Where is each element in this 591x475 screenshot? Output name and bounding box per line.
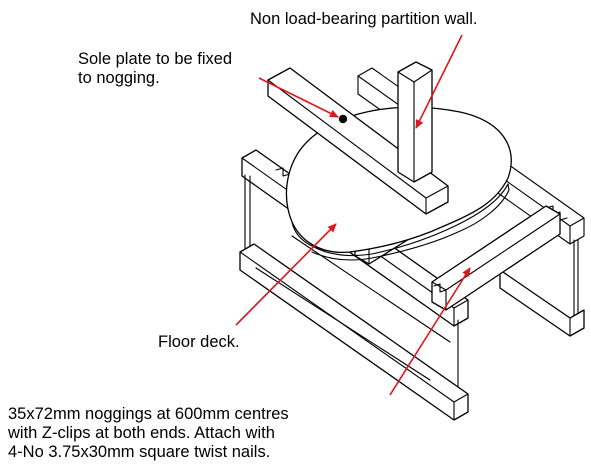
sole-plate-leader-arrow — [258, 77, 339, 118]
noggings-leader-arrow — [389, 267, 471, 396]
partition-wall-label: Non load-bearing partition wall. — [250, 10, 478, 28]
noggings-label-line-3: 4-No 3.75x30mm square twist nails. — [8, 443, 271, 461]
sole-plate-label: Sole plate to be fixed to nogging. — [78, 50, 232, 88]
right-i-joist — [357, 67, 585, 337]
noggings-label-line-1: 35x72mm noggings at 600mm centres — [8, 405, 289, 423]
sole-plate-label-line-2: to nogging. — [78, 69, 160, 87]
partition-wall-stud — [397, 61, 433, 183]
floor-deck-label: Floor deck. — [158, 333, 240, 351]
partition-leader-arrow — [415, 34, 463, 129]
floor-deck-leader-arrow — [235, 223, 337, 326]
fixing-point-icon — [338, 114, 348, 124]
noggings-label: 35x72mm noggings at 600mm centres with Z… — [8, 405, 289, 462]
sole-plate-label-line-1: Sole plate to be fixed — [78, 50, 233, 68]
noggings-label-line-2: with Z-clips at both ends. Attach with — [8, 424, 275, 442]
